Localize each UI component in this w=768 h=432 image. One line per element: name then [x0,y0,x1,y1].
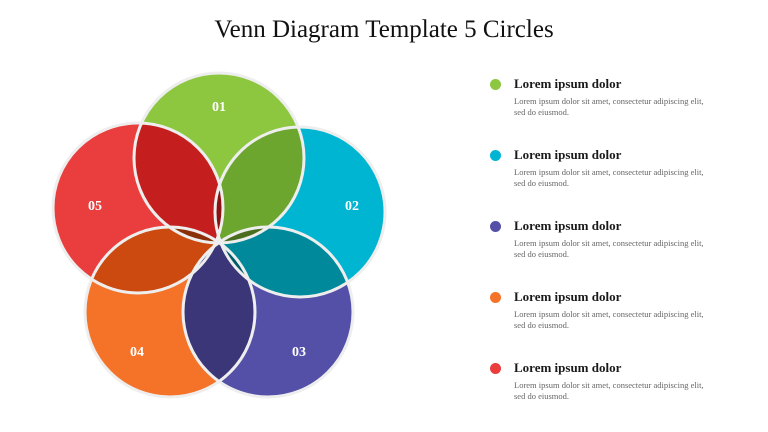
legend-item-title: Lorem ipsum dolor [514,76,622,91]
legend-item-description: Lorem ipsum dolor sit amet, consectetur … [514,238,704,259]
legend-item-02: Lorem ipsum dolor Lorem ipsum dolor sit … [490,147,740,218]
bullet-dot-icon [490,292,501,303]
legend-item-05: Lorem ipsum dolor Lorem ipsum dolor sit … [490,360,740,431]
bullet-dot-icon [490,150,501,161]
legend-item-title: Lorem ipsum dolor [514,218,622,233]
legend-item-01: Lorem ipsum dolor Lorem ipsum dolor sit … [490,76,740,147]
bullet-dot-icon [490,221,501,232]
legend-item-title: Lorem ipsum dolor [514,147,622,162]
legend-item-04: Lorem ipsum dolor Lorem ipsum dolor sit … [490,289,740,360]
venn-label-04: 04 [130,345,144,360]
legend-item-description: Lorem ipsum dolor sit amet, consectetur … [514,380,704,401]
legend-item-title: Lorem ipsum dolor [514,289,622,304]
venn-label-03: 03 [292,345,306,360]
legend-item-title: Lorem ipsum dolor [514,360,622,375]
venn-label-01: 01 [212,100,226,115]
bullet-dot-icon [490,363,501,374]
legend-item-description: Lorem ipsum dolor sit amet, consectetur … [514,167,704,188]
overlap-03-04 [183,227,255,397]
legend-item-03: Lorem ipsum dolor Lorem ipsum dolor sit … [490,218,740,289]
legend-item-description: Lorem ipsum dolor sit amet, consectetur … [514,309,704,330]
page-title: Venn Diagram Template 5 Circles [214,16,554,43]
venn-label-02: 02 [345,199,359,214]
venn-outlines [51,71,387,399]
venn-label-05: 05 [88,199,102,214]
legend: Lorem ipsum dolor Lorem ipsum dolor sit … [490,76,740,431]
bullet-dot-icon [490,79,501,90]
legend-item-description: Lorem ipsum dolor sit amet, consectetur … [514,96,704,117]
